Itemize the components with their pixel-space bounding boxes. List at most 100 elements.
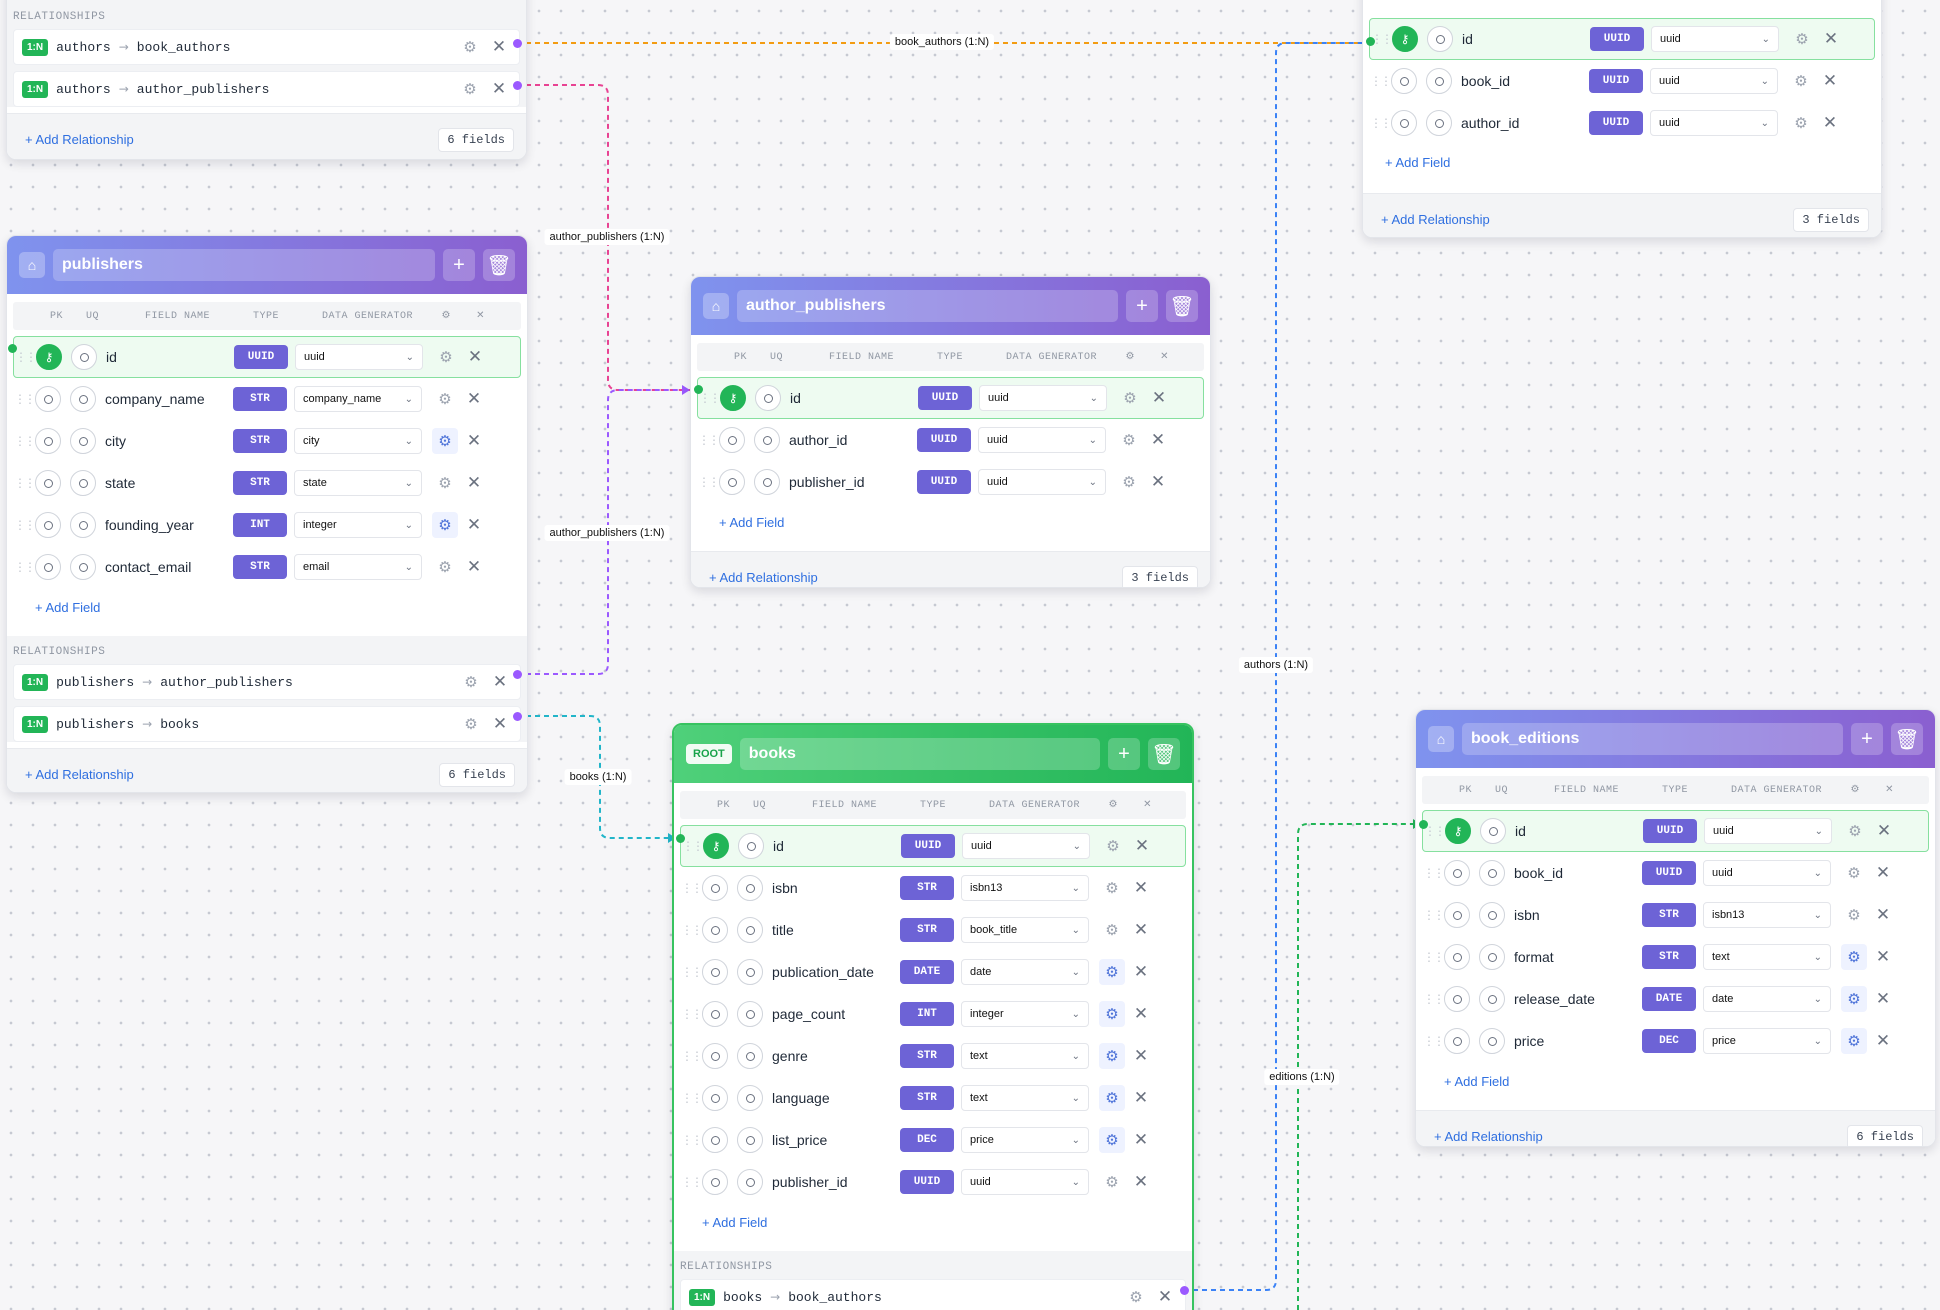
field-row[interactable]: ⋮⋮ isbn STR isbn13⌄ ⚙ ✕ [680, 867, 1186, 909]
drag-handle-icon[interactable]: ⋮⋮ [681, 1175, 703, 1189]
type-badge[interactable]: STR [900, 876, 954, 900]
delete-relationship-icon[interactable]: ✕ [1157, 1288, 1173, 1308]
generator-select[interactable]: date⌄ [1703, 986, 1831, 1012]
drag-handle-icon[interactable]: ⋮⋮ [699, 391, 721, 405]
primary-key-toggle[interactable] [702, 1127, 728, 1153]
field-row[interactable]: ⋮⋮ list_price DEC price⌄ ⚙ ✕ [680, 1119, 1186, 1161]
delete-field-icon[interactable]: ✕ [1875, 947, 1891, 966]
primary-key-toggle[interactable] [35, 554, 61, 580]
type-badge[interactable]: UUID [917, 470, 971, 494]
edge-handle-dot[interactable] [513, 670, 522, 679]
generator-select[interactable]: text⌄ [961, 1085, 1089, 1111]
unique-toggle[interactable] [70, 512, 96, 538]
delete-field-icon[interactable]: ✕ [466, 473, 482, 492]
unique-toggle[interactable] [70, 428, 96, 454]
delete-field-icon[interactable]: ✕ [466, 389, 482, 408]
delete-field-icon[interactable]: ✕ [1876, 821, 1892, 840]
add-field-button[interactable]: + Add Field [1385, 154, 1451, 170]
type-badge[interactable]: DEC [900, 1128, 954, 1152]
relationship-row[interactable]: 1:N authors → author_publishers ⚙ ✕ [13, 71, 520, 107]
primary-key-toggle[interactable] [1444, 902, 1470, 928]
primary-key-toggle[interactable] [35, 428, 61, 454]
primary-key-toggle[interactable] [35, 470, 61, 496]
drag-handle-icon[interactable]: ⋮⋮ [681, 1133, 703, 1147]
unique-toggle[interactable] [1479, 986, 1505, 1012]
field-name[interactable]: isbn [772, 880, 798, 896]
delete-field-icon[interactable]: ✕ [466, 431, 482, 450]
delete-field-icon[interactable]: ✕ [1134, 836, 1150, 855]
field-name[interactable]: language [772, 1090, 830, 1106]
drag-handle-icon[interactable]: ⋮⋮ [1423, 908, 1445, 922]
settings-gear-icon[interactable]: ⚙ [1795, 31, 1809, 48]
field-row[interactable]: ⋮⋮ ⚷ id UUID uuid⌄ ⚙ ✕ [13, 336, 521, 378]
primary-key-icon[interactable]: ⚷ [1445, 818, 1471, 844]
field-row[interactable]: ⋮⋮ ⚷ id UUID uuid⌄ ⚙ ✕ [1369, 18, 1875, 60]
drag-handle-icon[interactable]: ⋮⋮ [15, 350, 37, 364]
unique-toggle[interactable] [737, 1043, 763, 1069]
settings-gear-icon[interactable]: ⚙ [438, 475, 452, 492]
trash-icon[interactable]: 🗑 [1166, 290, 1198, 322]
primary-key-toggle[interactable] [35, 512, 61, 538]
settings-gear-icon[interactable]: ⚙ [432, 512, 458, 538]
delete-relationship-icon[interactable]: ✕ [492, 715, 508, 735]
primary-key-icon[interactable]: ⚷ [36, 344, 62, 370]
edge-handle-dot[interactable] [513, 81, 522, 90]
add-relationship-button[interactable]: + Add Relationship [709, 570, 818, 585]
type-badge[interactable]: UUID [1590, 27, 1644, 51]
generator-select[interactable]: state⌄ [294, 470, 422, 496]
primary-key-toggle[interactable] [1444, 944, 1470, 970]
type-badge[interactable]: DATE [1642, 987, 1696, 1011]
edge-handle-dot[interactable] [8, 344, 17, 353]
drag-handle-icon[interactable]: ⋮⋮ [1424, 824, 1446, 838]
generator-select[interactable]: uuid⌄ [978, 427, 1106, 453]
field-row[interactable]: ⋮⋮ page_count INT integer⌄ ⚙ ✕ [680, 993, 1186, 1035]
delete-field-icon[interactable]: ✕ [1133, 1046, 1149, 1065]
unique-toggle[interactable] [737, 1001, 763, 1027]
drag-handle-icon[interactable]: ⋮⋮ [14, 476, 36, 490]
generator-select[interactable]: uuid⌄ [1704, 818, 1832, 844]
drag-handle-icon[interactable]: ⋮⋮ [681, 1091, 703, 1105]
delete-relationship-icon[interactable]: ✕ [491, 38, 507, 58]
generator-select[interactable]: integer⌄ [961, 1001, 1089, 1027]
field-name[interactable]: publisher_id [772, 1174, 848, 1190]
field-name[interactable]: publication_date [772, 964, 874, 980]
delete-field-icon[interactable]: ✕ [1133, 920, 1149, 939]
unique-toggle[interactable] [71, 344, 97, 370]
settings-gear-icon[interactable]: ⚙ [463, 39, 477, 57]
settings-gear-icon[interactable]: ⚙ [1099, 1127, 1125, 1153]
settings-gear-icon[interactable]: ⚙ [1841, 986, 1867, 1012]
field-name[interactable]: book_id [1514, 865, 1564, 881]
drag-handle-icon[interactable]: ⋮⋮ [681, 1007, 703, 1021]
drag-handle-icon[interactable]: ⋮⋮ [1423, 866, 1445, 880]
add-field-button[interactable]: + Add Field [719, 514, 785, 530]
generator-select[interactable]: uuid⌄ [979, 385, 1107, 411]
unique-toggle[interactable] [737, 1127, 763, 1153]
table-card-book-authors[interactable]: ⋮⋮ ⚷ id UUID uuid⌄ ⚙ ✕ ⋮⋮ book_id UUID u… [1362, 0, 1882, 238]
type-badge[interactable]: UUID [1589, 69, 1643, 93]
add-field-button[interactable]: + Add Field [702, 1214, 768, 1230]
field-row[interactable]: ⋮⋮ title STR book_title⌄ ⚙ ✕ [680, 909, 1186, 951]
primary-key-toggle[interactable] [1391, 110, 1417, 136]
relationship-row[interactable]: 1:N publishers → author_publishers ⚙ ✕ [13, 664, 521, 700]
add-relationship-button[interactable]: + Add Relationship [25, 767, 134, 782]
unique-toggle[interactable] [754, 469, 780, 495]
add-field-plus-icon[interactable]: + [1108, 738, 1140, 770]
edge-handle-dot[interactable] [1180, 1286, 1189, 1295]
type-badge[interactable]: UUID [1589, 111, 1643, 135]
relationship-row[interactable]: 1:N authors → book_authors ⚙ ✕ [13, 29, 520, 65]
unique-toggle[interactable] [70, 554, 96, 580]
primary-key-icon[interactable]: ⚷ [703, 833, 729, 859]
type-badge[interactable]: STR [233, 387, 287, 411]
table-name[interactable]: book_editions [1462, 723, 1843, 755]
trash-icon[interactable]: 🗑 [483, 249, 515, 281]
delete-field-icon[interactable]: ✕ [1150, 430, 1166, 449]
generator-select[interactable]: uuid⌄ [295, 344, 423, 370]
unique-toggle[interactable] [1479, 1028, 1505, 1054]
table-name[interactable]: books [739, 738, 1100, 770]
generator-select[interactable]: uuid⌄ [1650, 110, 1778, 136]
unique-toggle[interactable] [737, 1085, 763, 1111]
type-badge[interactable]: DEC [1642, 1029, 1696, 1053]
table-card-book-editions[interactable]: ⌂ book_editions + 🗑 PK UQ FIELD NAME TYP… [1415, 709, 1936, 1147]
primary-key-toggle[interactable] [702, 917, 728, 943]
